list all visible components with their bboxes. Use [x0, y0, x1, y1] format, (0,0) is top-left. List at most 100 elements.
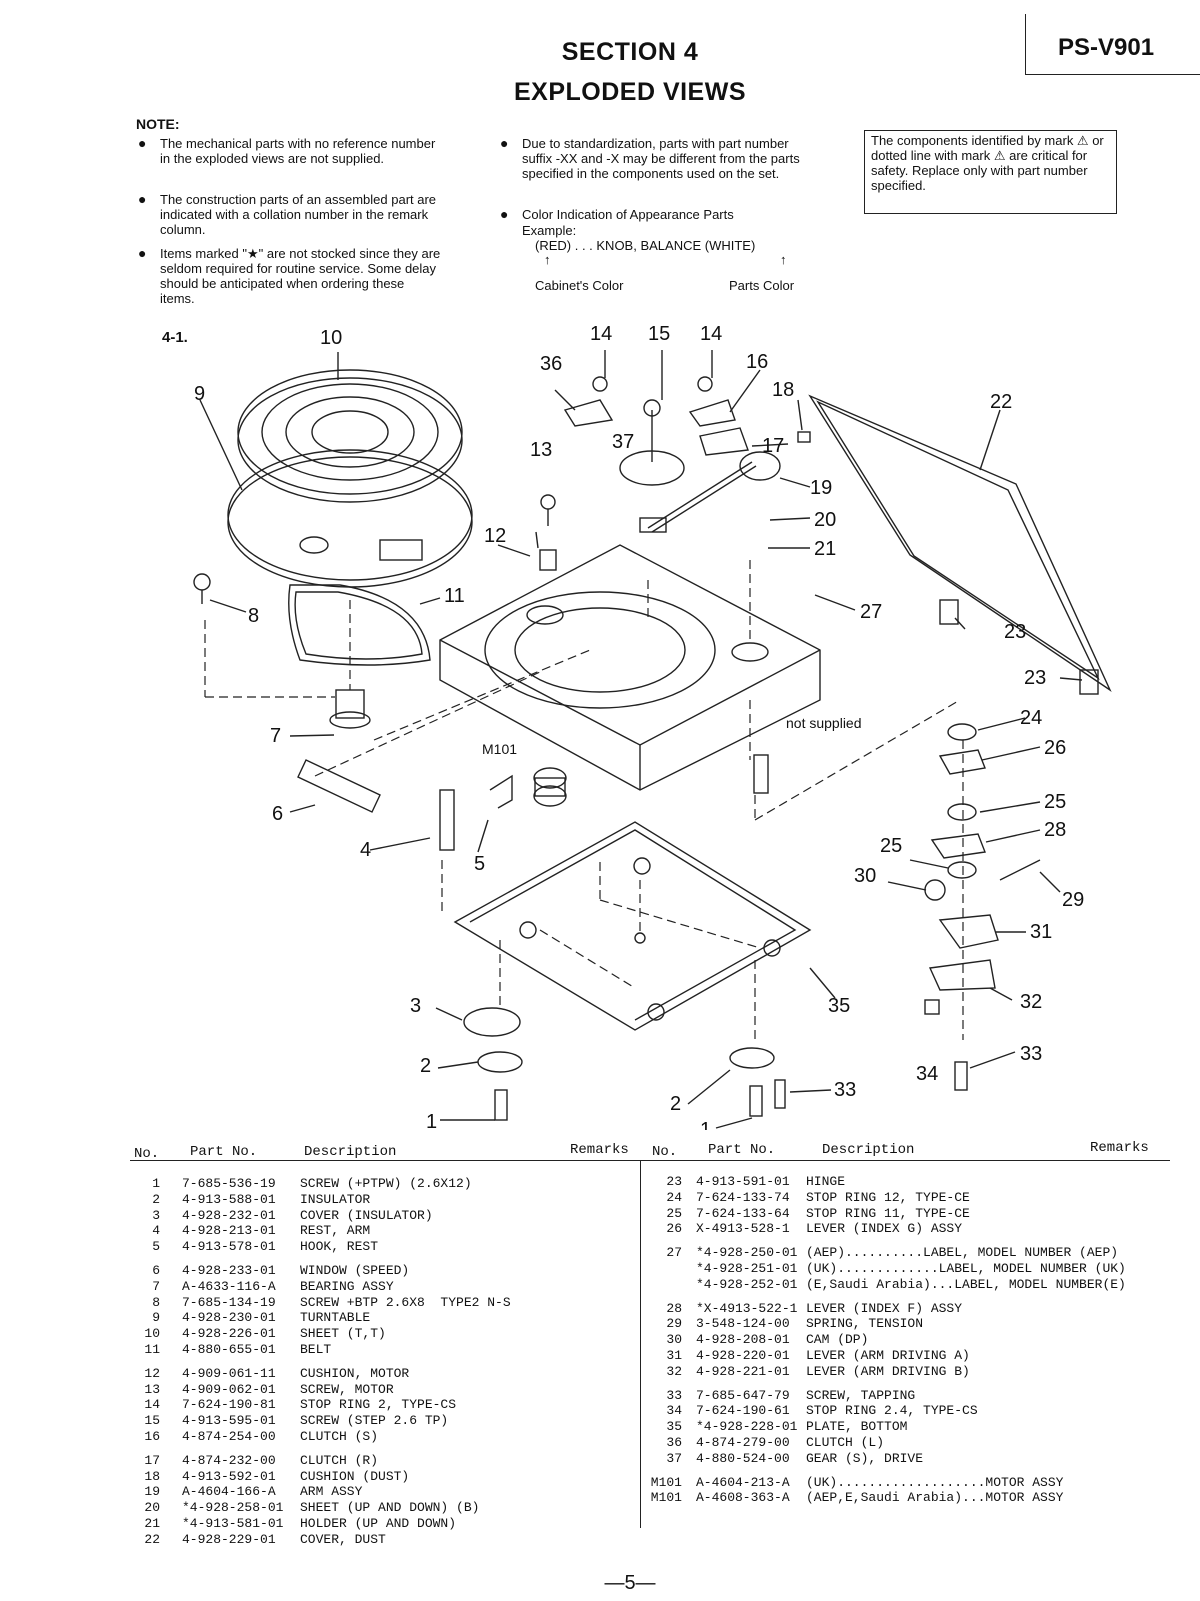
model-number: PS-V901 — [1058, 34, 1155, 61]
bullet-icon: ● — [138, 245, 147, 261]
note-heading: NOTE: — [136, 116, 180, 132]
not-supplied-note: not supplied — [786, 715, 862, 731]
part-number-ref: 35 — [666, 1419, 682, 1435]
callout-22: 22 — [990, 391, 1012, 413]
part-description: SCREW, MOTOR — [300, 1381, 394, 1397]
part-number-ref: 37 — [666, 1450, 682, 1466]
part-description: (UK).............LABEL, MODEL NUMBER (UK… — [806, 1260, 1126, 1276]
arm-rest — [439, 789, 455, 851]
part-description: BEARING ASSY — [300, 1278, 394, 1294]
part-number: *4-913-581-01 — [182, 1515, 284, 1531]
part-description: (AEP)..........LABEL, MODEL NUMBER (AEP) — [806, 1245, 1119, 1261]
part-number-ref: 23 — [666, 1174, 682, 1189]
part-description: CAM (DP) — [806, 1332, 869, 1348]
callout-7: 7 — [270, 725, 281, 747]
part-description: (E,Saudi Arabia)...LABEL, MODEL NUMBER(E… — [806, 1276, 1126, 1292]
part-number-ref: 36 — [666, 1434, 682, 1450]
part-number-ref: 32 — [666, 1363, 682, 1379]
drive-belt — [288, 584, 431, 666]
safety-warning-box: The components identified by mark ⚠ or d… — [864, 130, 1117, 214]
part-description: TURNTABLE — [300, 1310, 371, 1326]
part-description: ARM ASSY — [300, 1484, 363, 1500]
callout-14: 14 — [590, 323, 612, 345]
part-number-ref: 12 — [144, 1365, 160, 1381]
note-text: Due to standardization, parts with part … — [522, 136, 800, 181]
callout-19: 19 — [810, 477, 832, 499]
note-item: ● Due to standardization, parts with par… — [500, 136, 812, 182]
column-divider — [640, 1160, 641, 1528]
part-description: LEVER (ARM DRIVING B) — [806, 1363, 970, 1379]
part-number: 7-624-190-61 — [696, 1403, 790, 1419]
part-number: *X-4913-522-1 — [696, 1300, 798, 1316]
part-number-ref: 10 — [144, 1326, 160, 1342]
part-number-ref: 28 — [666, 1300, 682, 1316]
callout-m101: M101 — [482, 741, 517, 757]
part-number-ref: 16 — [144, 1428, 160, 1444]
part-description: (AEP,E,Saudi Arabia)...MOTOR ASSY — [806, 1490, 1064, 1506]
col-header-remarks: Remarks — [1090, 1140, 1149, 1156]
screw-8 — [193, 573, 211, 591]
callout-21: 21 — [814, 538, 836, 560]
part-description: SCREW (STEP 2.6 TP) — [300, 1413, 449, 1429]
note-item: ● The mechanical parts with no reference… — [138, 136, 442, 167]
part-description: SCREW, TAPPING — [806, 1387, 916, 1403]
part-number-ref: 3 — [152, 1207, 160, 1223]
turntable-platter — [237, 369, 463, 495]
part-number: 4-913-591-01 — [696, 1174, 790, 1189]
table-row: 23 4-913-591-01 HINGE — [648, 1174, 1188, 1190]
callout-26: 26 — [1044, 737, 1066, 759]
callout-28: 28 — [1044, 819, 1066, 841]
clutch-l — [563, 399, 614, 427]
part-description: INSULATOR — [300, 1191, 371, 1207]
callout-6: 6 — [272, 803, 283, 825]
callout-9: 9 — [194, 383, 205, 405]
col-header-remarks: Remarks — [570, 1142, 629, 1158]
callout-11: 11 — [444, 585, 465, 607]
example-label: Example: — [522, 223, 577, 238]
part-description: HOLDER (UP AND DOWN) — [300, 1515, 457, 1531]
table-row: 28 *X-4913-522-1 LEVER (INDEX F) ASSY — [648, 1301, 1188, 1317]
part-number-ref: 17 — [144, 1452, 160, 1468]
part-number-ref: 27 — [666, 1245, 682, 1261]
part-description: LEVER (INDEX F) ASSY — [806, 1300, 963, 1316]
part-number: 4-913-588-01 — [182, 1191, 276, 1207]
part-description: REST, ARM — [300, 1223, 371, 1239]
callout-5: 5 — [474, 853, 485, 875]
insulator-cover — [463, 1007, 521, 1037]
cabinet-color-label: Cabinet's Color — [535, 278, 624, 293]
part-number-ref: 18 — [144, 1468, 160, 1484]
callout-34: 34 — [916, 1063, 938, 1085]
part-number-ref: 13 — [144, 1381, 160, 1397]
section-number: SECTION 4 — [561, 38, 699, 66]
table-row — [648, 1467, 1188, 1475]
bearing-assy — [335, 689, 365, 719]
part-description: CUSHION, MOTOR — [300, 1365, 410, 1381]
callout-2: 2 — [670, 1093, 681, 1115]
part-description: HINGE — [806, 1174, 846, 1189]
part-number: 7-685-536-19 — [182, 1176, 276, 1191]
part-description: STOP RING 11, TYPE-CE — [806, 1205, 970, 1221]
part-description: LEVER (INDEX G) ASSY — [806, 1221, 963, 1237]
part-number: 4-928-226-01 — [182, 1326, 276, 1342]
arrow-up-icon: ↑ — [544, 252, 551, 267]
part-number-ref: 33 — [666, 1387, 682, 1403]
part-number-ref: 34 — [666, 1403, 682, 1419]
part-description: (UK)...................MOTOR ASSY — [806, 1474, 1064, 1490]
part-number: 7-685-134-19 — [182, 1294, 276, 1310]
part-number: *4-928-252-01 — [696, 1276, 798, 1292]
part-number: 4-913-595-01 — [182, 1413, 276, 1429]
part-number: 4-928-213-01 — [182, 1223, 276, 1239]
part-number-ref: 6 — [152, 1262, 160, 1278]
part-description: CUSHION (DUST) — [300, 1468, 410, 1484]
col-header-no: No. — [134, 1146, 160, 1162]
callout-33: 33 — [1020, 1043, 1042, 1065]
